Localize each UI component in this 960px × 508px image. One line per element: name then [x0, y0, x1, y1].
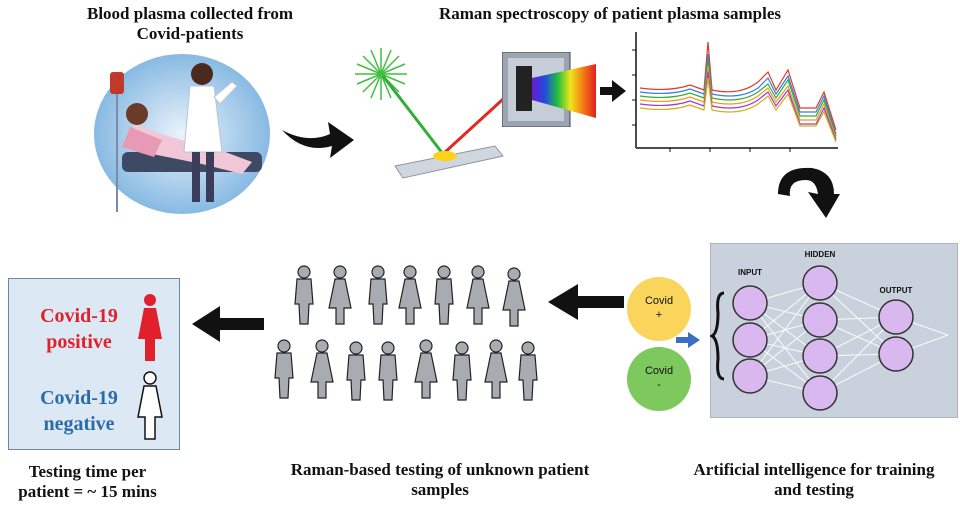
neural-network-diagram: INPUT HIDDEN OUTPUT [710, 243, 958, 418]
covid-positive-circle [627, 277, 691, 341]
hidden-node [802, 265, 838, 301]
spectrometer-icon [502, 52, 596, 127]
person-icon [502, 267, 526, 327]
input-node [732, 322, 768, 358]
laser-burst-icon [355, 48, 407, 100]
patient-group-illustration [274, 265, 538, 401]
output-layer-label: OUTPUT [880, 286, 913, 295]
blood-bag-icon [110, 72, 124, 94]
sample-slide-icon [394, 145, 504, 179]
arrow-to-network [676, 332, 700, 348]
input-node [732, 358, 768, 394]
arrow-left-1 [548, 284, 624, 320]
caption-blood-plasma: Blood plasma collected from Covid-patien… [86, 4, 294, 43]
person-icon [434, 265, 454, 325]
curved-arrow-2 [778, 167, 840, 218]
input-layer-label: INPUT [738, 268, 762, 277]
hidden-layer-label: HIDDEN [805, 250, 836, 259]
covid-negative-label: Covid - [644, 365, 674, 391]
raman-spectrum-plot [632, 32, 838, 152]
output-node [878, 336, 914, 372]
person-icon [414, 339, 438, 399]
person-icon [346, 341, 366, 401]
blood-collection-illustration [94, 54, 270, 214]
female-positive-icon [138, 294, 162, 361]
person-icon [466, 265, 490, 325]
person-icon [274, 339, 294, 399]
raman-laser-setup [355, 48, 515, 179]
person-icon [378, 341, 398, 401]
result-box: Covid-19 positive Covid-19 negative [8, 278, 180, 450]
caption-testing-time: Testing time per patient = ~ 15 mins [18, 462, 157, 501]
person-icon [294, 265, 314, 325]
arrow-to-spectrum [600, 80, 626, 102]
person-icon [310, 339, 334, 399]
covid-negative-result: Covid-19 negative [40, 387, 118, 435]
hidden-node [802, 338, 838, 374]
arrow-left-2 [192, 306, 264, 342]
covid-positive-label: Covid + [644, 295, 674, 321]
person-icon [328, 265, 352, 325]
person-icon [484, 339, 508, 399]
covid-positive-result: Covid-19 positive [40, 305, 118, 353]
curved-arrow-1 [282, 122, 354, 158]
covid-negative-circle [627, 347, 691, 411]
output-node [878, 299, 914, 335]
person-icon [452, 341, 472, 401]
hidden-node [802, 302, 838, 338]
female-negative-icon [137, 371, 163, 440]
person-icon [368, 265, 388, 325]
caption-raman-spectroscopy: Raman spectroscopy of patient plasma sam… [438, 4, 782, 23]
caption-artificial-intelligence: Artificial intelligence for training and… [693, 460, 935, 499]
input-node [732, 285, 768, 321]
caption-raman-testing: Raman-based testing of unknown patient s… [290, 460, 590, 499]
person-icon [518, 341, 538, 401]
person-icon [398, 265, 422, 325]
hidden-node [802, 375, 838, 411]
